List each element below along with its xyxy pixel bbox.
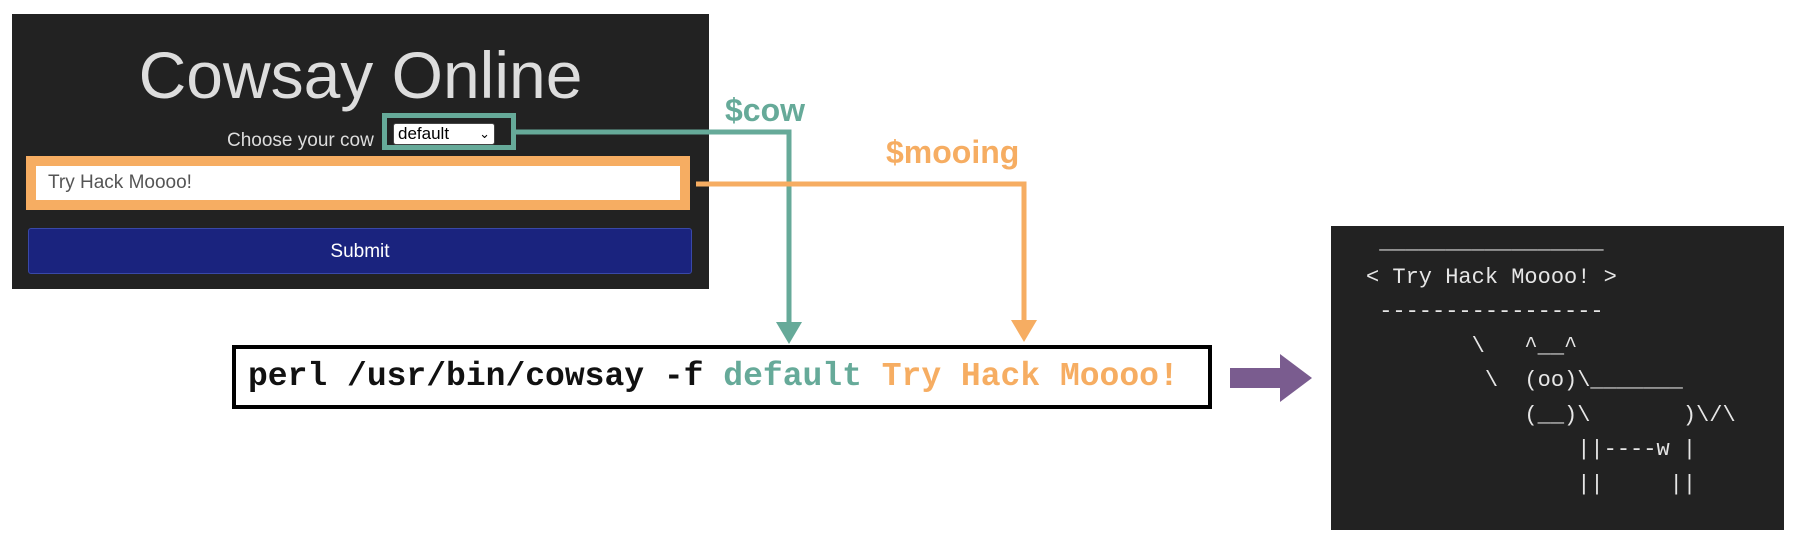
cow-select[interactable]: default ⌄ bbox=[393, 123, 495, 145]
page-title: Cowsay Online bbox=[138, 38, 583, 112]
terminal-output-panel: _________________ < Try Hack Moooo! > --… bbox=[1331, 226, 1784, 530]
submit-button[interactable]: Submit bbox=[28, 228, 692, 274]
cow-variable-label: $cow bbox=[725, 92, 806, 128]
mooing-variable-label: $mooing bbox=[886, 134, 1020, 170]
chevron-down-icon: ⌄ bbox=[479, 126, 490, 141]
command-base: perl /usr/bin/cowsay -f bbox=[248, 358, 724, 395]
cow-arrowhead bbox=[776, 322, 802, 344]
mooing-arrowhead bbox=[1011, 320, 1037, 342]
command-message-value: Try Hack Moooo! bbox=[881, 358, 1179, 395]
mooing-connector bbox=[696, 181, 1027, 325]
command-cow-value: default bbox=[723, 358, 862, 395]
cowsay-output: _________________ < Try Hack Moooo! > --… bbox=[1366, 230, 1736, 497]
command-box: perl /usr/bin/cowsay -f default Try Hack… bbox=[232, 345, 1212, 409]
cow-connector bbox=[509, 129, 792, 327]
cow-chooser-label: Choose your cow bbox=[227, 130, 374, 151]
arrow-right-icon bbox=[1230, 354, 1312, 402]
cow-chooser-row: Choose your cow bbox=[12, 124, 709, 154]
cow-highlight-box: default ⌄ bbox=[382, 113, 516, 150]
mooing-highlight-box: Try Hack Moooo! bbox=[26, 156, 690, 210]
cowsay-form-panel: Cowsay Online Choose your cow Try Hack M… bbox=[12, 14, 709, 289]
cow-select-value: default bbox=[398, 124, 450, 143]
message-input[interactable]: Try Hack Moooo! bbox=[36, 166, 680, 200]
